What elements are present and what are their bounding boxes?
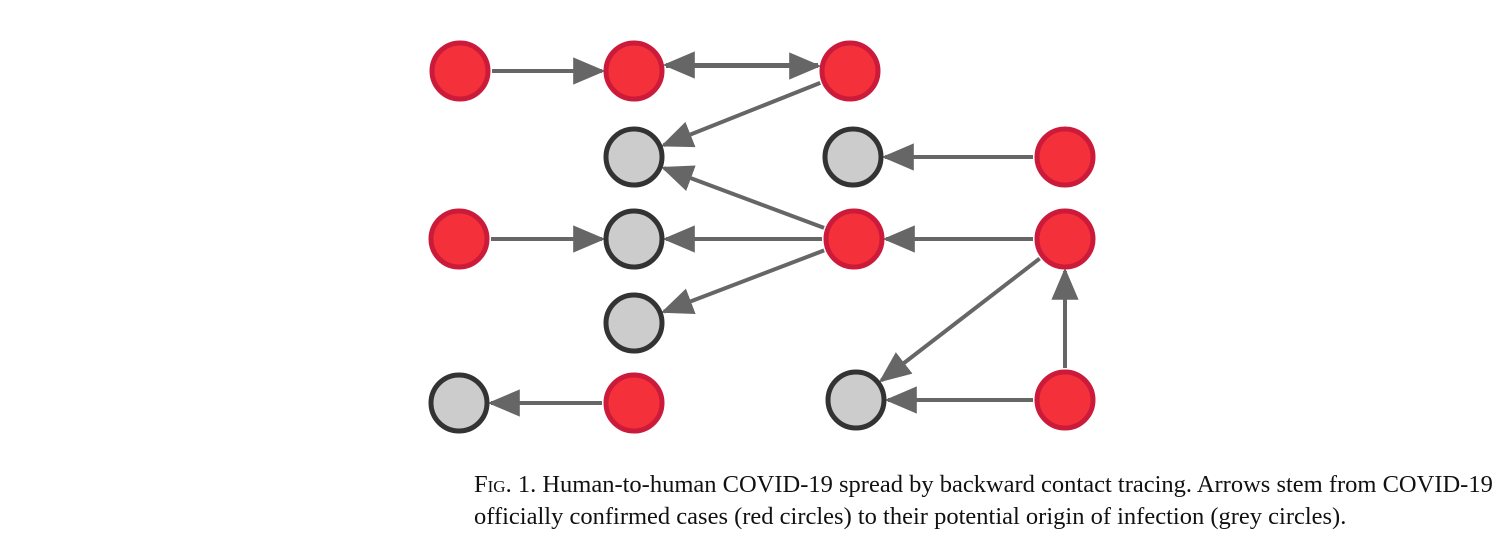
- origin-node-n8: [603, 208, 665, 270]
- figure-caption: Fig. 1. Human-to-human COVID-19 spread b…: [474, 469, 1504, 533]
- confirmed-case-node-n10: [1034, 208, 1096, 270]
- origin-node-n12: [428, 372, 490, 434]
- edge-n10-to-n14: [878, 256, 1041, 383]
- confirmed-case-node-n1: [429, 40, 491, 102]
- confirmed-case-node-n13: [603, 372, 665, 434]
- contact-tracing-graph: [428, 40, 1096, 434]
- figure-label: Fig. 1.: [474, 471, 536, 498]
- confirmed-case-node-n9: [823, 208, 885, 270]
- origin-node-n14: [825, 369, 887, 431]
- figure-label-number: . 1.: [505, 471, 537, 498]
- edge-n9-to-n11: [660, 248, 825, 315]
- nodes-layer: [428, 40, 1096, 434]
- edge-n3-to-n4: [660, 80, 822, 148]
- caption-text: Human-to-human COVID-19 spread by backwa…: [474, 471, 1493, 530]
- confirmed-case-node-n2: [603, 40, 665, 102]
- origin-node-n5: [822, 126, 884, 188]
- confirmed-case-node-n7: [428, 208, 490, 270]
- figure-label-rest: ig: [487, 471, 506, 498]
- figure-label-first-letter: F: [474, 471, 488, 498]
- origin-node-n11: [603, 292, 665, 354]
- origin-node-n4: [603, 126, 665, 188]
- confirmed-case-node-n15: [1034, 369, 1096, 431]
- confirmed-case-node-n6: [1034, 126, 1096, 188]
- edges-layer: [487, 51, 1079, 417]
- edge-n9-to-n4: [660, 165, 825, 230]
- confirmed-case-node-n3: [819, 40, 881, 102]
